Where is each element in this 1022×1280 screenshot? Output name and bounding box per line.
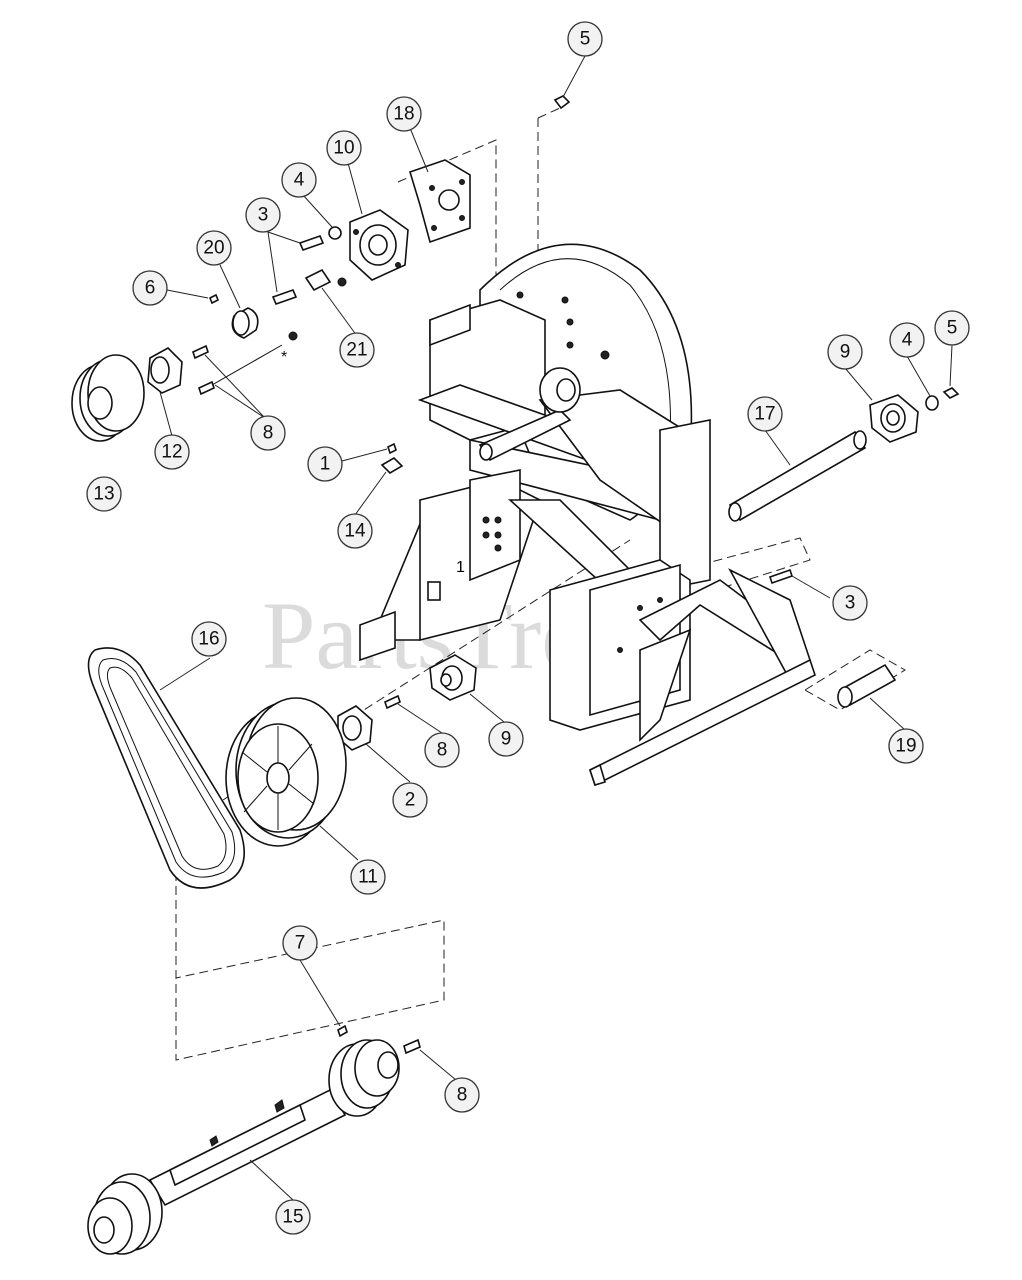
shaft-part-17 bbox=[728, 430, 867, 522]
callout-19: 19 bbox=[888, 728, 924, 764]
pulley-part-13 bbox=[71, 354, 145, 442]
bolts-part-3-upper bbox=[271, 234, 325, 306]
callout-15: 15 bbox=[275, 1199, 311, 1235]
part-21 bbox=[304, 268, 347, 292]
svg-text:9: 9 bbox=[840, 342, 851, 363]
svg-text:9: 9 bbox=[501, 729, 512, 750]
callout-5-right: 5 bbox=[934, 310, 970, 346]
callout-8-upper: 8 bbox=[250, 415, 286, 451]
callout-11: 11 bbox=[350, 859, 386, 895]
hub-part-2 bbox=[337, 705, 373, 751]
callout-9-right: 9 bbox=[827, 334, 863, 370]
asterisk-marker: * bbox=[281, 349, 287, 366]
svg-text:14: 14 bbox=[344, 521, 366, 542]
callout-1: 1 bbox=[307, 446, 343, 482]
nut-part-5-top bbox=[553, 95, 571, 110]
belt-part-16 bbox=[87, 647, 246, 889]
callout-3-upper: 3 bbox=[245, 197, 281, 233]
pulley-part-11 bbox=[225, 697, 347, 847]
callout-7: 7 bbox=[282, 925, 318, 961]
tube-part-19 bbox=[837, 663, 897, 708]
callout-2: 2 bbox=[392, 782, 428, 818]
svg-text:2: 2 bbox=[405, 790, 416, 811]
svg-text:12: 12 bbox=[161, 442, 182, 463]
callout-14: 14 bbox=[337, 513, 373, 549]
key-part-8-upper: * bbox=[192, 331, 298, 396]
svg-text:3: 3 bbox=[845, 593, 856, 614]
svg-text:20: 20 bbox=[203, 238, 224, 259]
svg-text:21: 21 bbox=[346, 340, 367, 361]
pto-shaft-part-15 bbox=[87, 1039, 400, 1255]
bracket-part-18 bbox=[409, 159, 471, 244]
callout-4-right: 4 bbox=[889, 322, 925, 358]
callout-18: 18 bbox=[386, 96, 422, 132]
svg-text:5: 5 bbox=[947, 318, 958, 339]
svg-text:4: 4 bbox=[902, 330, 913, 351]
svg-text:10: 10 bbox=[333, 138, 354, 159]
callout-5-top: 5 bbox=[567, 21, 603, 57]
frame-label: 1 bbox=[456, 559, 465, 576]
callout-4-upper: 4 bbox=[281, 162, 317, 198]
svg-text:15: 15 bbox=[282, 1207, 303, 1228]
bearing-part-10 bbox=[349, 209, 409, 281]
hub-part-12 bbox=[147, 347, 183, 394]
washer-part-4-upper bbox=[328, 226, 342, 240]
bolt-part-3-right bbox=[768, 568, 794, 585]
parts-1-14 bbox=[380, 442, 404, 475]
pin-part-6 bbox=[208, 293, 220, 305]
callout-3-right: 3 bbox=[832, 585, 868, 621]
washer-part-4-right bbox=[925, 395, 939, 411]
svg-text:7: 7 bbox=[295, 933, 306, 954]
callout-8-middle: 8 bbox=[424, 732, 460, 768]
svg-text:8: 8 bbox=[437, 740, 448, 761]
callout-8-lower: 8 bbox=[444, 1077, 480, 1113]
nut-part-5-right bbox=[942, 387, 960, 399]
svg-text:19: 19 bbox=[895, 736, 916, 757]
callout-17: 17 bbox=[747, 396, 783, 432]
svg-text:16: 16 bbox=[198, 629, 219, 650]
callout-13: 13 bbox=[86, 476, 122, 512]
callout-16: 16 bbox=[191, 621, 227, 657]
bearing-part-9-right bbox=[869, 394, 919, 443]
key-part-8-lower bbox=[403, 1038, 421, 1055]
svg-text:6: 6 bbox=[145, 278, 156, 299]
callout-21: 21 bbox=[339, 332, 375, 368]
callout-10: 10 bbox=[326, 130, 362, 166]
svg-text:5: 5 bbox=[580, 29, 591, 50]
svg-text:13: 13 bbox=[93, 484, 114, 505]
pin-part-7 bbox=[337, 1024, 348, 1038]
svg-text:17: 17 bbox=[754, 404, 775, 425]
bearing-part-9-lower bbox=[429, 654, 477, 701]
callout-12: 12 bbox=[154, 434, 190, 470]
callout-6: 6 bbox=[132, 270, 168, 306]
svg-text:8: 8 bbox=[457, 1085, 468, 1106]
svg-text:4: 4 bbox=[294, 170, 305, 191]
callout-9-lower: 9 bbox=[488, 721, 524, 757]
bushing-part-20 bbox=[231, 307, 259, 339]
callout-20: 20 bbox=[196, 230, 232, 266]
svg-text:3: 3 bbox=[258, 205, 269, 226]
svg-text:18: 18 bbox=[393, 104, 414, 125]
svg-text:1: 1 bbox=[320, 454, 331, 475]
key-part-8-middle bbox=[384, 694, 401, 710]
machine-frame: 1 bbox=[359, 243, 816, 787]
svg-text:8: 8 bbox=[263, 423, 274, 444]
svg-text:11: 11 bbox=[358, 867, 378, 888]
leader-lines bbox=[159, 55, 953, 1201]
